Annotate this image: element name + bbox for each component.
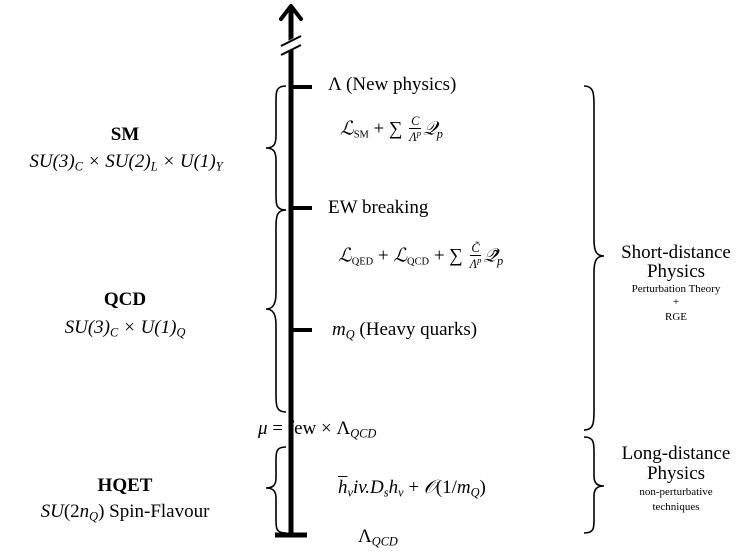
axis-break-mark xyxy=(280,35,302,56)
brace-hqet xyxy=(265,446,287,534)
regime-long-title: Long-distance xyxy=(621,443,731,464)
theory-qcd-name: QCD xyxy=(103,289,147,310)
theory-sm-group: SU(3)C × SU(2)L × U(1)Y xyxy=(29,151,223,174)
brace-sm xyxy=(265,85,287,211)
theory-hqet-group: SU(2nQ) Spin-Flavour xyxy=(40,501,210,524)
regime-short-detail-2: + xyxy=(672,296,680,308)
axis-arrowhead xyxy=(279,4,303,21)
brace-long-distance xyxy=(583,436,605,534)
brace-short-distance xyxy=(583,85,605,431)
regime-short-detail-1: Perturbation Theory xyxy=(631,283,721,295)
theory-qcd-group: SU(3)C × U(1)Q xyxy=(64,317,186,340)
label-new-physics: Λ (New physics) xyxy=(328,74,457,95)
regime-short-physics: Physics xyxy=(646,261,706,282)
label-lambda-qcd: ΛQCD xyxy=(358,526,398,549)
label-ew-breaking: EW breaking xyxy=(328,197,429,218)
regime-long-detail-1: non-perturbative xyxy=(639,486,713,498)
regime-short-title: Short-distance xyxy=(621,242,731,263)
regime-long-physics: Physics xyxy=(646,463,706,484)
theory-sm-name: SM xyxy=(110,124,140,145)
theory-hqet-name: HQET xyxy=(97,475,153,496)
lagrangian-hqet: hviv.Dshv + 𝒪(1/mQ) xyxy=(338,476,486,500)
brace-qcd xyxy=(265,209,287,413)
label-heavy-quarks: mQ (Heavy quarks) xyxy=(332,319,478,342)
label-mu-scale: μ = few × ΛQCD xyxy=(258,418,377,441)
regime-short-detail-3: RGE xyxy=(665,311,687,323)
regime-long-detail-2: techniques xyxy=(652,501,700,513)
